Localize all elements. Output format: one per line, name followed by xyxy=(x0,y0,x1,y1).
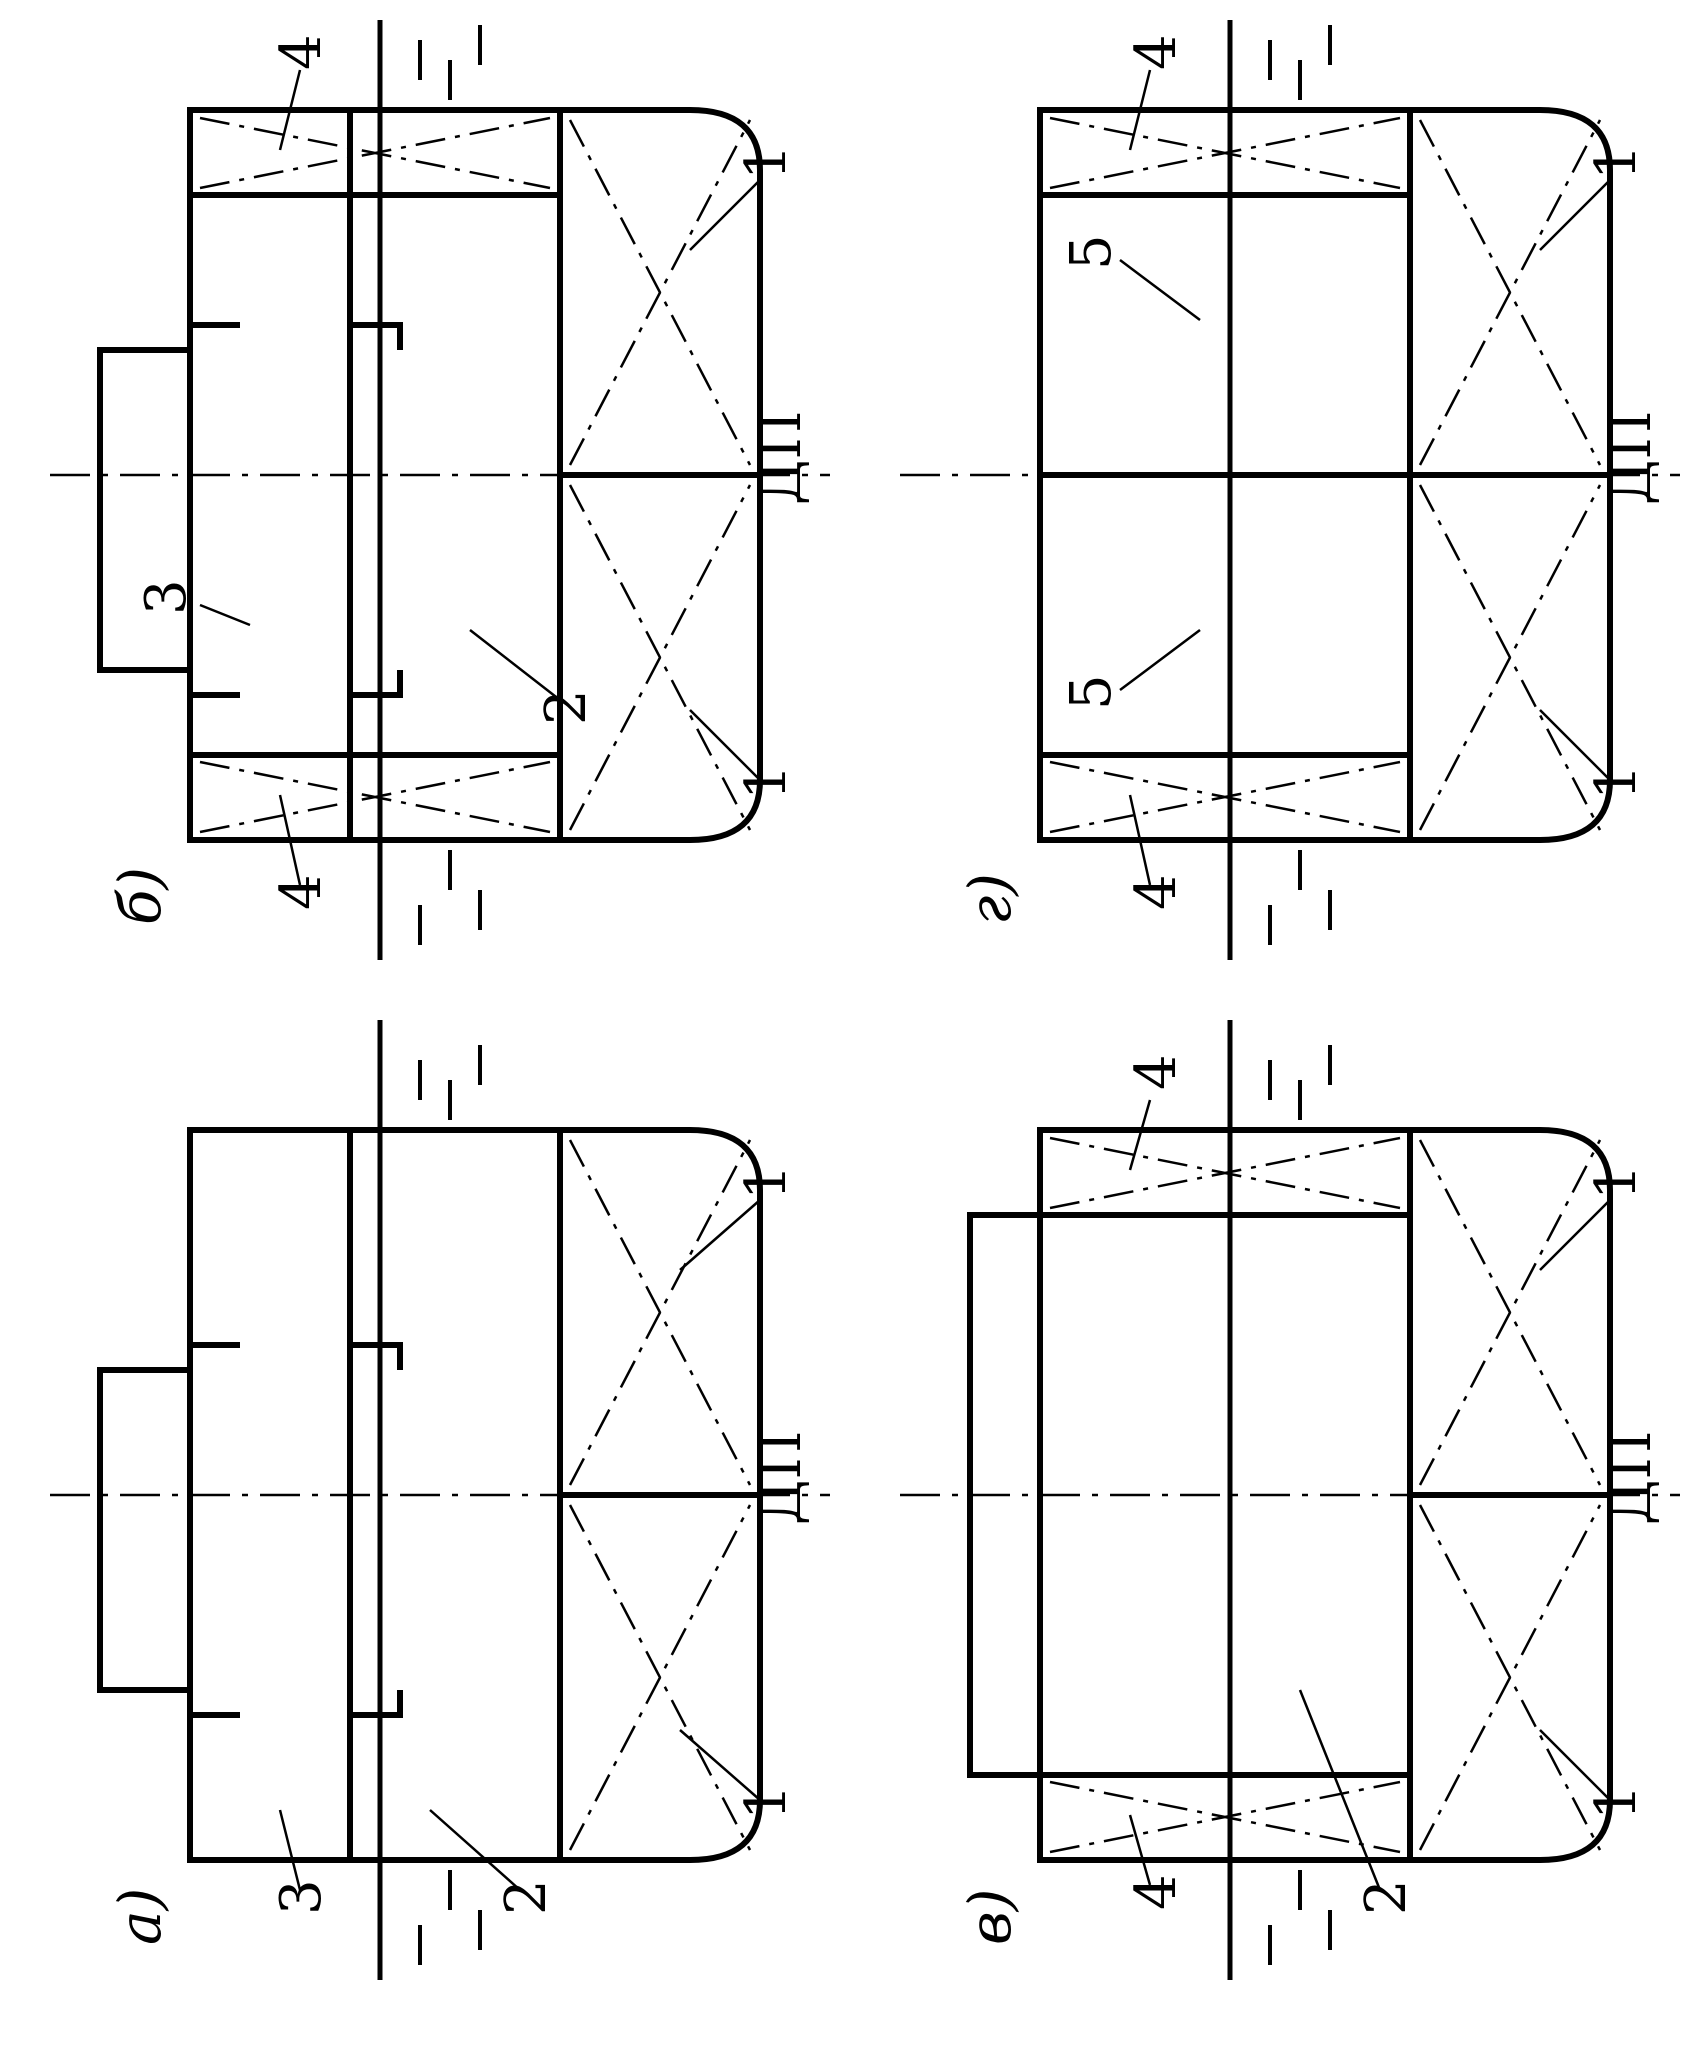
hull-outline-g xyxy=(1037,107,1613,843)
leaders-g xyxy=(1119,69,1611,886)
panel-v xyxy=(900,1020,1680,1980)
rotated-figure: а) 3 2 1 1 ДП б) 4 4 3 2 1 1 ДП в) 4 4 2… xyxy=(50,20,1680,1980)
leaders-v xyxy=(1128,1099,1611,1891)
label-b-4-right: 4 xyxy=(269,34,334,70)
double-bottom-hatch-b xyxy=(568,119,752,831)
double-bottom-hatch-v xyxy=(1418,1139,1602,1851)
trunk-b xyxy=(97,347,190,673)
hull-outline-a xyxy=(187,1127,763,1863)
label-a-1-left: 1 xyxy=(734,1784,799,1820)
hull-outline-v xyxy=(1037,1127,1613,1863)
water-ripples-g xyxy=(1268,25,1332,945)
panel-label-v: в) xyxy=(956,1889,1024,1945)
label-v-4-left: 4 xyxy=(1124,1874,1189,1910)
double-bottom-hatch-a xyxy=(568,1139,752,1851)
panel-label-a: а) xyxy=(106,1888,174,1945)
label-g-5-right: 5 xyxy=(1059,234,1124,270)
leaders-a xyxy=(278,1199,761,1891)
label-g-4-right: 4 xyxy=(1124,34,1189,70)
label-g-5-left: 5 xyxy=(1059,674,1124,710)
label-a-2: 2 xyxy=(494,1879,559,1915)
label-v-4-right: 4 xyxy=(1124,1054,1189,1090)
label-b-1-right: 1 xyxy=(734,144,799,180)
coaming-upper-b xyxy=(190,322,240,698)
panel-label-g: г) xyxy=(956,873,1024,925)
leaders-b xyxy=(199,69,761,886)
water-ripples-a xyxy=(418,1045,482,1965)
centerline-label-a: ДП xyxy=(749,1431,814,1525)
label-g-1-left: 1 xyxy=(1584,764,1649,800)
label-a-1-right: 1 xyxy=(734,1164,799,1200)
coaming-lower-a xyxy=(350,1342,403,1718)
coaming-upper-a xyxy=(190,1342,240,1718)
label-g-4-left: 4 xyxy=(1124,874,1189,910)
label-g-1-right: 1 xyxy=(1584,144,1649,180)
water-ripples-v xyxy=(1268,1045,1332,1965)
label-v-2: 2 xyxy=(1354,1879,1419,1915)
label-b-3: 3 xyxy=(134,579,199,615)
label-v-1-right: 1 xyxy=(1584,1164,1649,1200)
side-tank-hatch-b xyxy=(199,116,551,834)
side-tank-hatch-g xyxy=(1049,116,1401,834)
label-b-4-left: 4 xyxy=(269,874,334,910)
panel-g xyxy=(900,20,1680,960)
hull-outline-b xyxy=(187,107,763,843)
panel-label-b: б) xyxy=(106,867,174,925)
label-v-1-left: 1 xyxy=(1584,1784,1649,1820)
double-bottom-hatch-g xyxy=(1418,119,1602,831)
centerline-label-v: ДП xyxy=(1599,1431,1664,1525)
label-b-2: 2 xyxy=(534,689,599,725)
label-b-1-left: 1 xyxy=(734,764,799,800)
coaming-lower-b xyxy=(350,322,403,698)
centerline-label-b: ДП xyxy=(749,411,814,505)
side-tank-hatch-v xyxy=(1049,1136,1401,1854)
water-ripples-b xyxy=(418,25,482,945)
label-a-3: 3 xyxy=(269,1879,334,1915)
panel-a xyxy=(50,1020,830,1980)
centerline-label-g: ДП xyxy=(1599,411,1664,505)
panel-b xyxy=(50,20,830,960)
trunk-a xyxy=(97,1367,190,1693)
